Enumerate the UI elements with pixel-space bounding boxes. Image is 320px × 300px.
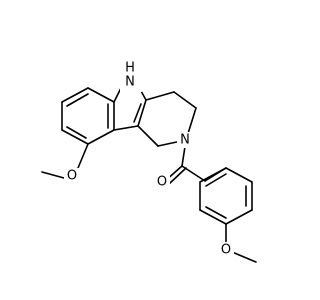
atom-label-right-methoxy-o: O [218,242,234,258]
nh-h-label: H [125,61,135,76]
methoxyphenyl-ring [199,167,253,225]
atom-label-carbonyl-o: O [154,174,170,190]
atom-label-nh: N H [120,61,142,92]
acyl-chain [164,139,227,185]
carbonyl-o-label: O [157,175,167,190]
amide-n-label: N [180,133,190,148]
left-methoxy-group [41,143,89,179]
nh-n-label: N [125,75,135,90]
right-methoxy-group [225,223,257,263]
left-methoxy-o-label: O [67,169,77,184]
atom-label-amide-n: N [177,132,193,148]
atom-label-left-methoxy-o: O [64,168,80,184]
molecule-canvas: N H N O O O [41,60,257,263]
right-methoxy-o-label: O [221,243,231,258]
structure-drawing: N H N O O O [41,61,257,263]
indole-benzene-ring [61,87,115,145]
